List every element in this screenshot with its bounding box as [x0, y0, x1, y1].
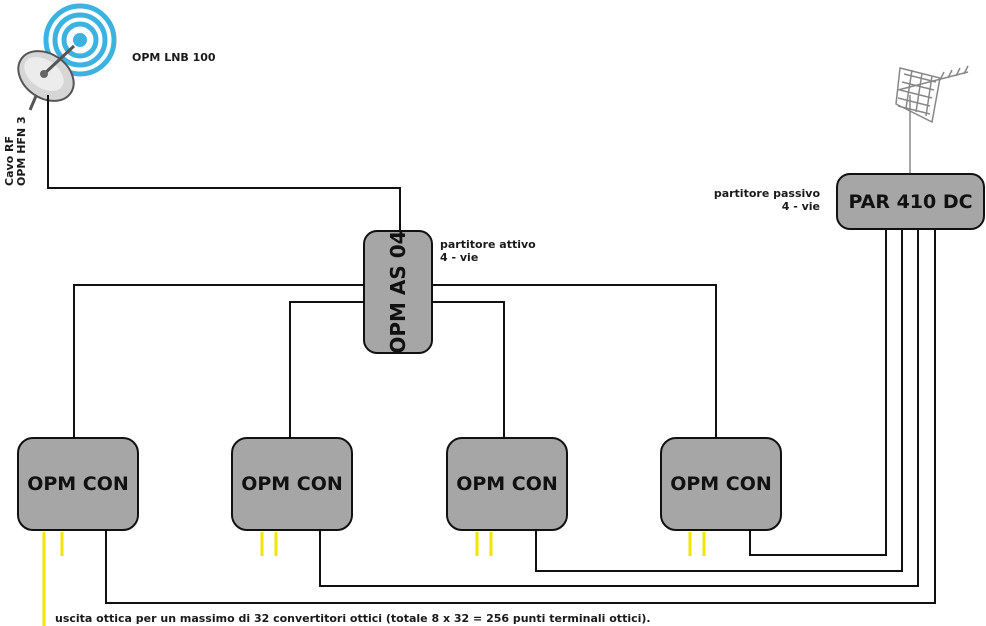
passive-splitter-desc-line1: partitore passivo — [713, 187, 820, 200]
active-splitter-desc-line2: 4 - vie — [440, 251, 479, 264]
passive-splitter-desc: partitore passivo 4 - vie — [712, 187, 820, 213]
active-splitter-desc-line1: partitore attivo — [440, 238, 536, 251]
active-splitter-name: OPM AS 04 — [386, 230, 410, 354]
passive-splitter-box: PAR 410 DC — [836, 173, 985, 230]
converter-box-4: OPM CON — [660, 437, 782, 531]
passive-splitter-desc-line2: 4 - vie — [781, 200, 820, 213]
converter-label: OPM CON — [241, 473, 343, 495]
optical-outputs — [42, 532, 706, 626]
converter-box-1: OPM CON — [17, 437, 139, 531]
active-splitter-box: OPM AS 04 — [363, 230, 433, 354]
cable-lines — [47, 95, 936, 604]
antenna-icon — [895, 65, 969, 175]
satellite-dish-icon — [17, 3, 117, 111]
footer-note: uscita ottica per un massimo di 32 conve… — [55, 612, 651, 625]
passive-splitter-name: PAR 410 DC — [848, 190, 973, 213]
lnb-label: OPM LNB 100 — [132, 51, 216, 64]
active-splitter-desc: partitore attivo 4 - vie — [440, 238, 536, 264]
rf-cable-label: Cavo RF OPM HFN 3 — [3, 116, 28, 186]
converter-box-2: OPM CON — [231, 437, 353, 531]
rf-cable-line2: OPM HFN 3 — [15, 116, 28, 186]
converter-label: OPM CON — [456, 473, 558, 495]
converter-box-3: OPM CON — [446, 437, 568, 531]
converter-label: OPM CON — [27, 473, 129, 495]
converter-label: OPM CON — [670, 473, 772, 495]
